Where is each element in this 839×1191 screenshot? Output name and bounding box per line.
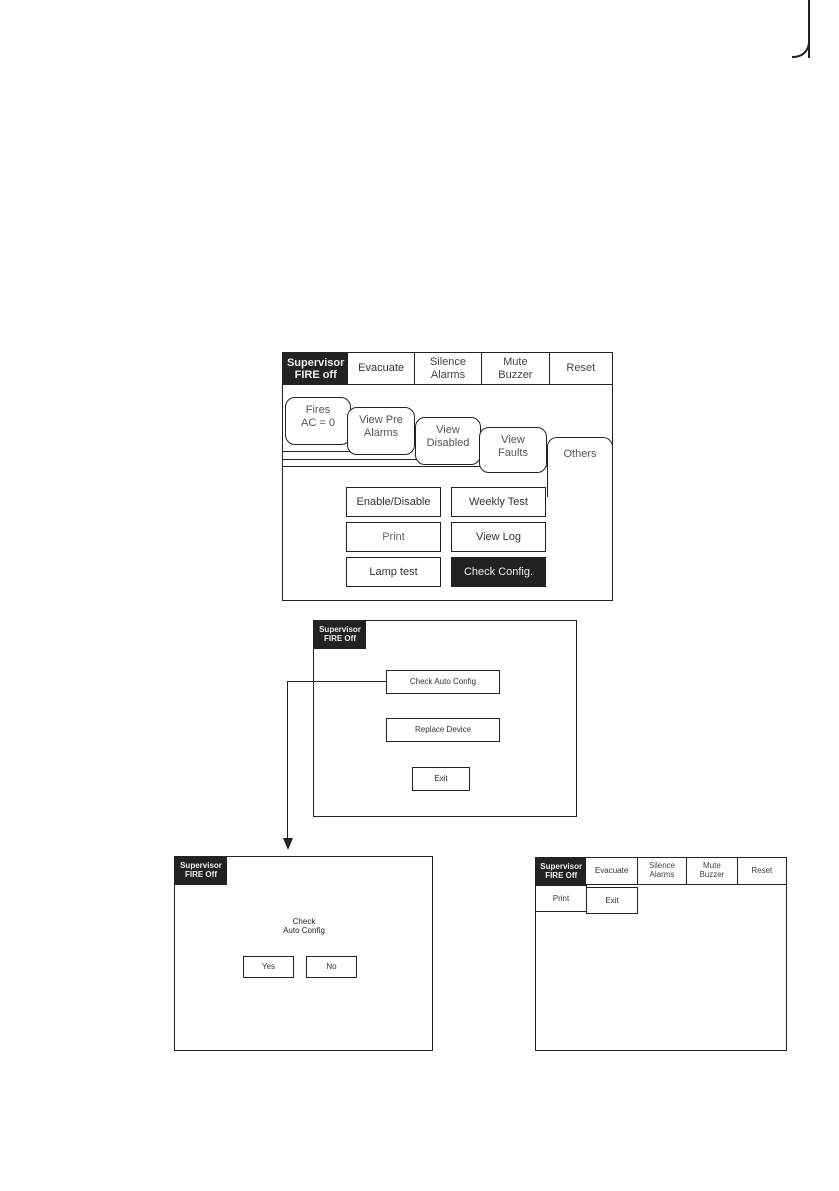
replace-device-button[interactable]: Replace Device bbox=[386, 718, 500, 742]
print-button[interactable]: Print bbox=[346, 522, 441, 552]
tab-view-faults[interactable]: View Faults bbox=[479, 427, 547, 473]
reset-button[interactable]: Reset bbox=[736, 858, 786, 884]
connector-line bbox=[287, 681, 288, 839]
no-button[interactable]: No bbox=[306, 956, 357, 978]
confirm-screen: Supervisor FIRE Off Check Auto Config Ye… bbox=[174, 856, 433, 1051]
silence-alarms-button[interactable]: Silence Alarms bbox=[413, 353, 481, 384]
tab-stack-line bbox=[283, 459, 479, 460]
confirm-prompt: Check Auto Config bbox=[283, 917, 325, 936]
check-auto-config-button[interactable]: Check Auto Config bbox=[386, 670, 500, 694]
connector-line bbox=[287, 681, 386, 682]
lamp-test-button[interactable]: Lamp test bbox=[346, 557, 441, 587]
print-header: Supervisor FIRE Off Evacuate Silence Ala… bbox=[536, 858, 786, 885]
page-edge-mark bbox=[808, 0, 810, 58]
arrow-head-icon bbox=[283, 838, 293, 850]
main-screen: Supervisor FIRE off Evacuate Silence Ala… bbox=[282, 352, 613, 601]
mute-buzzer-button[interactable]: Mute Buzzer bbox=[686, 858, 736, 884]
tab-stack-line bbox=[283, 451, 409, 452]
evacuate-button[interactable]: Evacuate bbox=[358, 362, 405, 375]
yes-button[interactable]: Yes bbox=[243, 956, 294, 978]
exit-button[interactable]: Exit bbox=[412, 767, 470, 791]
supervisor-status: Supervisor FIRE Off bbox=[175, 857, 227, 885]
check-config-button[interactable]: Check Config. bbox=[451, 557, 546, 587]
tab-base-line bbox=[547, 467, 548, 473]
enable-disable-button[interactable]: Enable/Disable bbox=[346, 487, 441, 517]
tab-view-pre-alarms[interactable]: View Pre Alarms bbox=[347, 407, 415, 455]
print-button[interactable]: Print bbox=[536, 885, 587, 912]
silence-alarms-button[interactable]: Silence Alarms bbox=[636, 858, 686, 884]
exit-button[interactable]: Exit bbox=[586, 887, 638, 914]
evacuate-button[interactable]: Evacuate bbox=[594, 865, 629, 875]
tab-view-disabled[interactable]: View Disabled bbox=[415, 417, 481, 465]
tab-stack-line bbox=[283, 466, 547, 467]
config-screen: Supervisor FIRE Off Check Auto Config Re… bbox=[313, 620, 577, 817]
tab-others[interactable]: Others bbox=[547, 437, 613, 497]
print-screen: Supervisor FIRE Off Evacuate Silence Ala… bbox=[535, 857, 787, 1051]
view-log-button[interactable]: View Log bbox=[451, 522, 546, 552]
supervisor-status: Supervisor FIRE off bbox=[283, 353, 349, 385]
supervisor-status: Supervisor FIRE Off bbox=[536, 858, 587, 885]
reset-button[interactable]: Reset bbox=[548, 353, 612, 384]
main-header: Supervisor FIRE off Evacuate Silence Ala… bbox=[283, 353, 612, 385]
supervisor-status: Supervisor FIRE Off bbox=[314, 621, 366, 649]
tab-fires[interactable]: Fires AC = 0 bbox=[285, 397, 351, 445]
mute-buzzer-button[interactable]: Mute Buzzer bbox=[481, 353, 548, 384]
weekly-test-button[interactable]: Weekly Test bbox=[451, 487, 546, 517]
